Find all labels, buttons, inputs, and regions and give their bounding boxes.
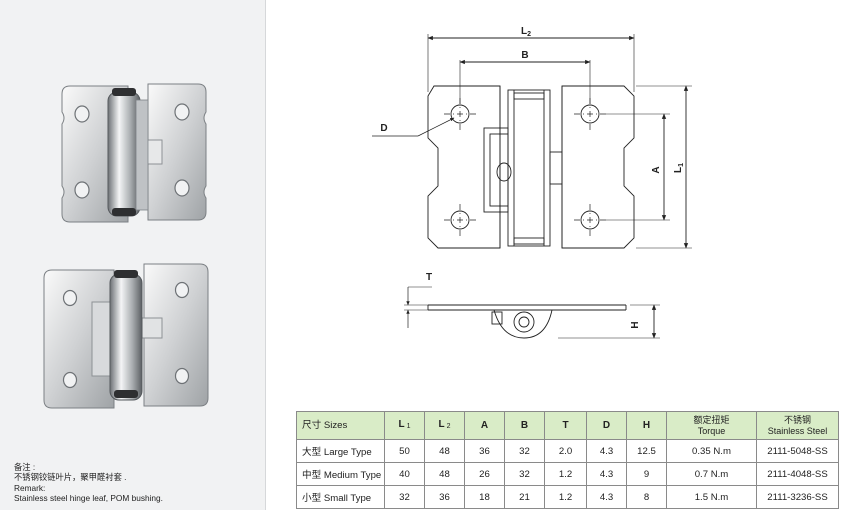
dim-t-label: T — [426, 272, 432, 283]
cell-torque: 0.35 N.m — [666, 439, 757, 463]
cell-a: 18 — [464, 485, 505, 509]
cell-b: 32 — [504, 462, 545, 486]
dim-l1-label: L1 — [673, 163, 685, 173]
remark-cn-text: 不锈钢铰链叶片，聚甲醛衬套 . — [14, 472, 127, 483]
cell-size: 中型 Medium Type — [296, 462, 385, 486]
cell-size: 小型 Small Type — [296, 485, 385, 509]
remark-note: 备注 : 不锈钢铰链叶片，聚甲醛衬套 . Remark: Stainless s… — [14, 462, 259, 504]
header-a: A — [464, 411, 505, 440]
table-row: 小型 Small Type 32 36 18 21 1.2 4.3 8 1.5 … — [296, 485, 839, 509]
hinge-photo-front — [61, 83, 207, 223]
cell-t: 1.2 — [544, 485, 587, 509]
cell-d: 4.3 — [586, 462, 627, 486]
cell-l2: 48 — [424, 462, 465, 486]
photo-panel: 备注 : 不锈钢铰链叶片，聚甲醛衬套 . Remark: Stainless s… — [0, 0, 266, 510]
header-b: B — [504, 411, 545, 440]
table-row: 大型 Large Type 50 48 36 32 2.0 4.3 12.5 0… — [296, 439, 839, 463]
cell-a: 36 — [464, 439, 505, 463]
header-size: 尺寸 Sizes — [296, 411, 385, 440]
cell-b: 21 — [504, 485, 545, 509]
dim-b-label: B — [521, 50, 528, 61]
cell-l1: 40 — [384, 462, 425, 486]
technical-drawing: L2 B D A L1 T H — [372, 26, 692, 339]
cell-torque: 0.7 N.m — [666, 462, 757, 486]
cell-code: 2111-5048-SS — [756, 439, 839, 463]
cell-t: 2.0 — [544, 439, 587, 463]
cell-a: 26 — [464, 462, 505, 486]
cell-l1: 32 — [384, 485, 425, 509]
header-h: H — [626, 411, 667, 440]
hinge-photo-back — [43, 263, 209, 409]
dim-a-label: A — [651, 166, 662, 173]
cell-l2: 48 — [424, 439, 465, 463]
remark-cn-label: 备注 : — [14, 462, 36, 472]
cell-d: 4.3 — [586, 485, 627, 509]
cell-torque: 1.5 N.m — [666, 485, 757, 509]
cell-h: 8 — [626, 485, 667, 509]
header-d: D — [586, 411, 627, 440]
dim-l2-label: L2 — [521, 26, 531, 38]
cell-code: 2111-4048-SS — [756, 462, 839, 486]
table-row: 中型 Medium Type 40 48 26 32 1.2 4.3 9 0.7… — [296, 462, 839, 486]
cell-code: 2111-3236-SS — [756, 485, 839, 509]
cell-size: 大型 Large Type — [296, 439, 385, 463]
remark-en-text: Stainless steel hinge leaf, POM bushing. — [14, 493, 163, 504]
cell-l2: 36 — [424, 485, 465, 509]
header-t: T — [544, 411, 587, 440]
cell-d: 4.3 — [586, 439, 627, 463]
cell-t: 1.2 — [544, 462, 587, 486]
cell-b: 32 — [504, 439, 545, 463]
cell-h: 12.5 — [626, 439, 667, 463]
cell-h: 9 — [626, 462, 667, 486]
dim-d-label: D — [380, 123, 387, 134]
dim-h-label: H — [630, 321, 641, 328]
remark-en-label: Remark: — [14, 482, 46, 493]
cell-l1: 50 — [384, 439, 425, 463]
